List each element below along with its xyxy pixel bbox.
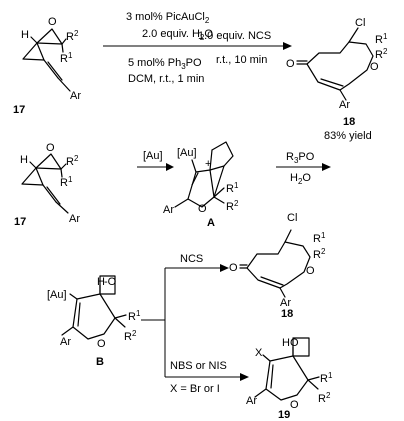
ring-oxygen-label: O [370, 61, 379, 73]
branch-bottom-arrowhead [240, 373, 249, 381]
intermediate-A: [Au] + Ar O R1 R2 A [163, 141, 239, 229]
step3-arrow-group: R3PO H2O [276, 151, 331, 186]
ketone-oxygen-label: O [286, 58, 295, 70]
carbocation-label: + [205, 158, 211, 170]
ncs-equiv-text: 1.0 equiv. NCS [198, 30, 271, 42]
branch-arrows: NCS NBS or NIS X = Br or I [141, 253, 249, 395]
compound-17-label: 17 [13, 104, 25, 116]
oxygen-label: O [46, 142, 55, 154]
r2-label: R2 [375, 47, 388, 61]
arrowhead-3 [322, 163, 331, 171]
compound-17-top: H O R2 R1 Ar 17 [13, 16, 81, 116]
intermediate-B-label: B [96, 356, 104, 368]
r2-label: R2 [124, 329, 137, 343]
intermediate-B: H-O [Au] Ar O R1 R2 B [47, 275, 141, 368]
phosphine-oxide-text: R3PO [286, 151, 315, 165]
compound-18-top: O Cl O R1 R2 Ar 18 83% yield [286, 17, 388, 142]
compound-17-middle: H O R2 R1 Ar 17 [14, 142, 80, 228]
r2-label: R2 [226, 199, 239, 213]
r2-label: R2 [66, 29, 79, 43]
ncs-text: NCS [180, 253, 203, 265]
hydroxyl-label: H-O [97, 276, 117, 288]
r2-label: R2 [318, 391, 331, 405]
r1-label: R1 [128, 309, 141, 323]
r1-label: R1 [226, 181, 239, 195]
ring-oxygen-label: O [306, 265, 315, 277]
compound-19-label: 19 [278, 409, 290, 421]
halogen-definition-text: X = Br or I [170, 383, 220, 395]
catalyst-text: 3 mol% PicAuCl2 [126, 11, 210, 25]
aryl-label: Ar [70, 90, 81, 102]
hydrogen-label: H [21, 29, 29, 41]
solvent-text: DCM, r.t., 1 min [128, 73, 204, 85]
aryl-label: Ar [69, 213, 80, 225]
gold-label: [Au] [47, 289, 67, 301]
r1-label: R1 [313, 231, 326, 245]
hydroxyl-label: HO [282, 337, 299, 349]
step1-arrow-group: 3 mol% PicAuCl2 2.0 equiv. H2O 5 mol% Ph… [103, 11, 292, 85]
ring-oxygen-label: O [198, 203, 207, 215]
ligand-text: 5 mol% Ph3PO [128, 57, 202, 71]
intermediate-A-label: A [207, 217, 215, 229]
ring-oxygen-label: O [290, 399, 299, 411]
oxygen-label: O [48, 16, 57, 28]
aryl-label: Ar [339, 99, 350, 111]
gold-label: [Au] [177, 147, 197, 159]
r2-label: R2 [313, 247, 326, 261]
arrowhead-2 [166, 163, 174, 171]
ketone-oxygen-label: O [229, 262, 238, 274]
compound-18-label: 18 [281, 308, 293, 320]
compound-18-bottom: O Cl O R1 R2 Ar 18 [229, 212, 326, 320]
gold-reagent-text: [Au] [143, 150, 163, 162]
chlorine-label: Cl [287, 212, 297, 224]
r1-label: R1 [375, 32, 388, 46]
r2-label: R2 [66, 154, 79, 168]
aryl-label: Ar [60, 336, 71, 348]
r1-label: R1 [60, 175, 73, 189]
ring-oxygen-label: O [97, 338, 106, 350]
aryl-label: Ar [163, 204, 174, 216]
hydrogen-label: H [20, 154, 28, 166]
aryl-label: Ar [246, 395, 257, 407]
arrowhead-1 [283, 42, 292, 50]
yield-text: 83% yield [324, 130, 372, 142]
compound-17-label: 17 [14, 216, 26, 228]
chlorine-label: Cl [355, 17, 365, 29]
r1-label: R1 [320, 371, 333, 385]
r1-label: R1 [60, 51, 73, 65]
ncs-conditions-text: r.t., 10 min [216, 54, 267, 66]
branch-top-arrowhead [220, 264, 229, 272]
aryl-label: Ar [280, 297, 291, 309]
compound-19: HO X Ar O R1 R2 19 [246, 337, 333, 421]
step2-arrow-group: [Au] [137, 150, 174, 171]
compound-18-label: 18 [343, 116, 355, 128]
halogen-label: X [255, 347, 263, 359]
nbs-nis-text: NBS or NIS [170, 360, 227, 372]
water-equiv-text: 2.0 equiv. H2O [142, 28, 213, 42]
water-text: H2O [290, 172, 311, 186]
